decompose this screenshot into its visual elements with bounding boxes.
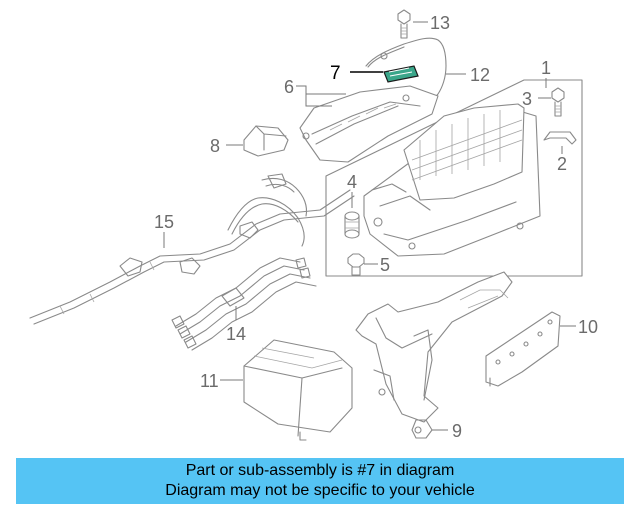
bracket-8 (243, 125, 289, 157)
callout-15: 15 (154, 212, 174, 232)
callout-13: 13 (430, 13, 450, 33)
grommet-4 (344, 211, 360, 239)
cover-box-11 (243, 339, 353, 441)
inverter-assembly-1 (363, 103, 541, 257)
callout-10: 10 (578, 317, 598, 337)
bolt-3 (551, 87, 565, 117)
callout-7: 7 (330, 63, 341, 84)
bolt-5 (347, 253, 365, 276)
callout-1: 1 (541, 58, 551, 78)
plate-10 (485, 311, 561, 387)
callout-8: 8 (210, 136, 220, 156)
info-banner: Part or sub-assembly is #7 in diagram Di… (16, 458, 624, 504)
callout-14: 14 (226, 324, 246, 344)
wire-harness-15 (29, 173, 355, 325)
callout-2: 2 (557, 154, 567, 174)
label-plate-7 (383, 65, 419, 83)
assembly-frame-1 (325, 79, 583, 277)
leader-6 (296, 85, 346, 107)
cover-6 (299, 85, 439, 163)
callout-12: 12 (470, 65, 490, 85)
callout-9: 9 (452, 421, 462, 441)
bracket-assembly-9 (355, 271, 513, 439)
callout-3: 3 (522, 89, 532, 109)
clip-2 (543, 131, 577, 145)
callout-5: 5 (380, 255, 390, 275)
bolt-13 (397, 9, 411, 39)
callout-11: 11 (200, 371, 219, 391)
callout-6: 6 (284, 77, 294, 97)
callout-4: 4 (347, 172, 357, 192)
cable-set-14 (171, 257, 317, 351)
banner-line-1: Part or sub-assembly is #7 in diagram (185, 462, 455, 479)
banner-line-2: Diagram may not be specific to your vehi… (165, 482, 475, 499)
